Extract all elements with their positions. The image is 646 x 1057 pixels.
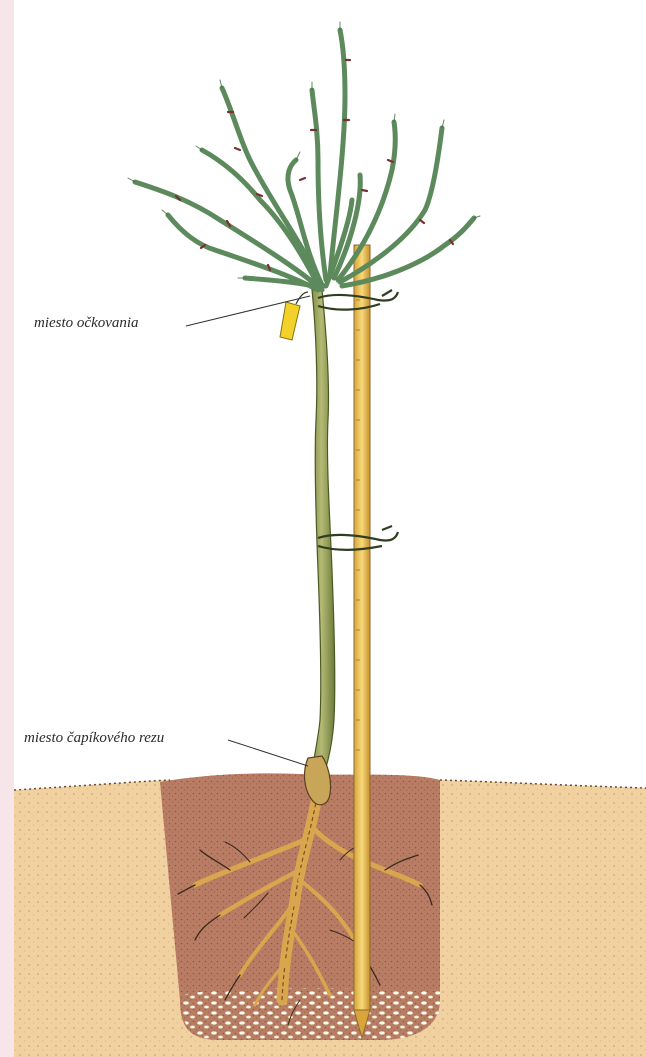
label-budding-site: miesto očkovania [34, 316, 139, 331]
label-cut-site: miesto čapíkového rezu [24, 731, 164, 746]
gravel-layer [182, 988, 440, 1040]
